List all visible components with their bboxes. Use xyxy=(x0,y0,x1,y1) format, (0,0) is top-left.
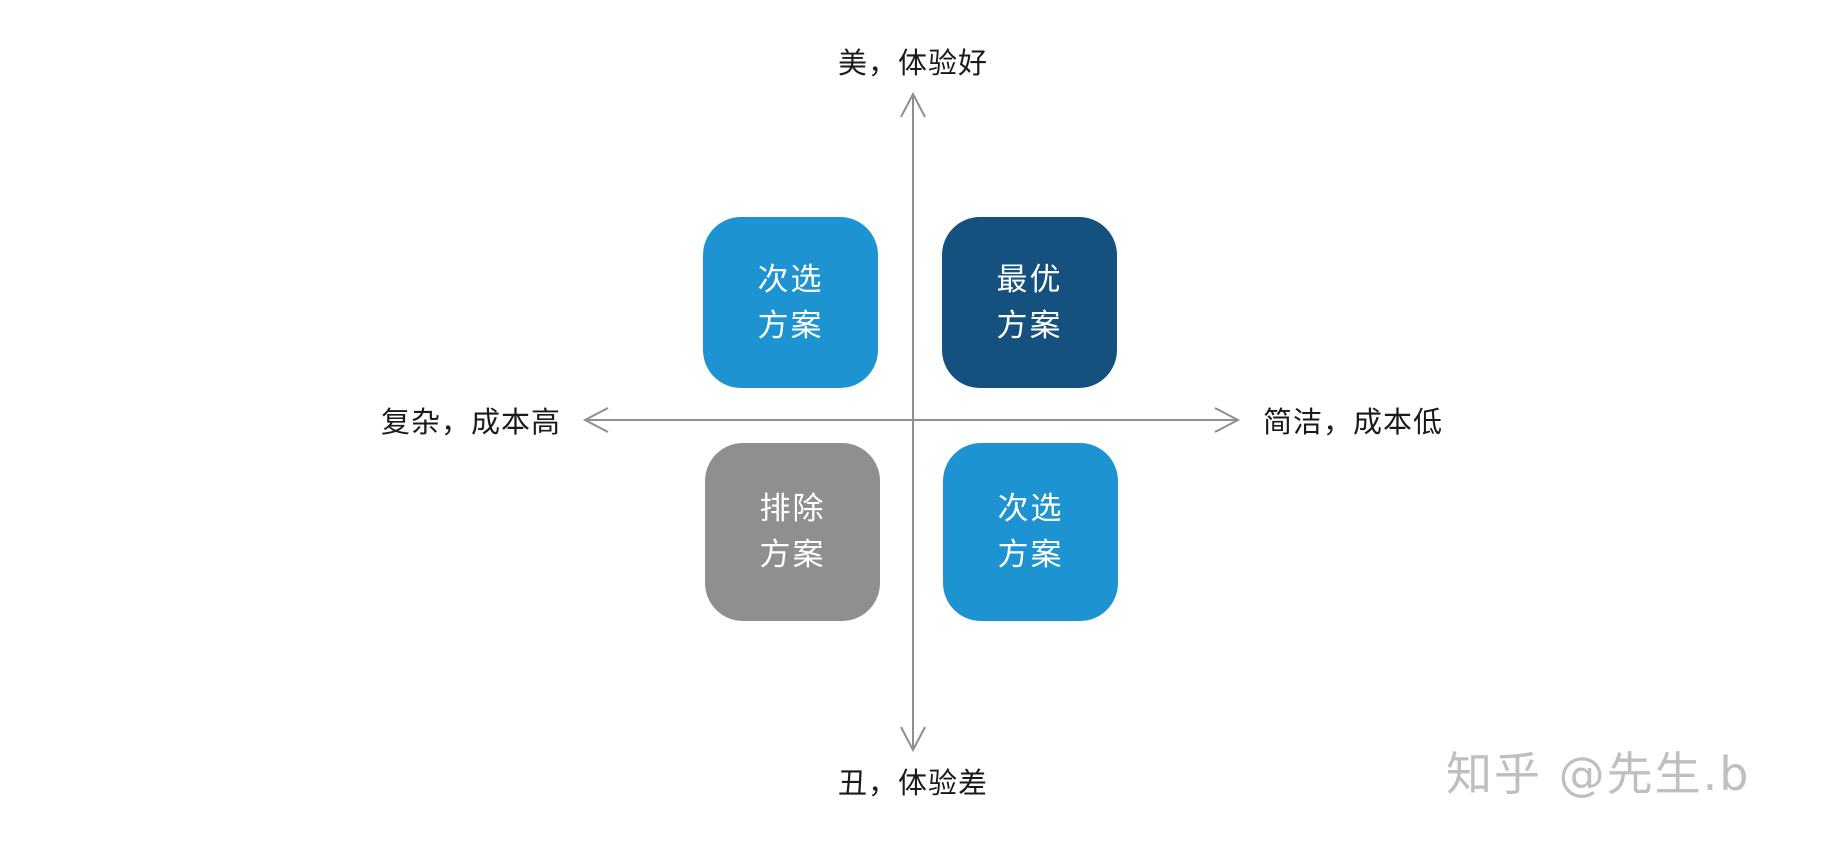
axis-label-bottom: 丑，体验差 xyxy=(837,766,989,800)
arrowhead-right-icon xyxy=(1214,407,1241,433)
quadrant-label-line2: 方案 xyxy=(759,537,826,573)
quadrant-label: 排除 方案 xyxy=(760,486,826,578)
quadrant-label-line1: 次选 xyxy=(997,491,1064,527)
arrowhead-down-icon xyxy=(900,726,926,753)
arrowhead-left-icon xyxy=(582,407,609,433)
quadrant-box-bottom-right-second-choice: 次选 方案 xyxy=(943,443,1118,621)
arrowhead-up-icon xyxy=(900,91,926,118)
quadrant-box-bottom-left-excluded: 排除 方案 xyxy=(705,443,880,621)
quadrant-label-line1: 次选 xyxy=(757,261,824,298)
axis-label-top: 美，体验好 xyxy=(837,46,989,80)
quadrant-label-line2: 方案 xyxy=(757,307,824,344)
zhihu-watermark: 知乎 @先生.b xyxy=(1446,747,1751,801)
quadrant-box-top-left-second-choice: 次选 方案 xyxy=(703,217,878,388)
quadrant-label: 次选 方案 xyxy=(758,257,824,349)
quadrant-label-line1: 最优 xyxy=(996,261,1063,298)
axis-label-right: 简洁，成本低 xyxy=(1263,405,1444,439)
quadrant-label: 次选 方案 xyxy=(998,486,1064,578)
quadrant-label-line2: 方案 xyxy=(997,537,1064,573)
quadrant-label: 最优 方案 xyxy=(997,257,1063,349)
axis-label-left: 复杂，成本高 xyxy=(380,405,561,439)
quadrant-box-top-right-best-solution: 最优 方案 xyxy=(942,217,1117,388)
quadrant-label-line1: 排除 xyxy=(759,491,826,527)
quadrant-label-line2: 方案 xyxy=(996,307,1063,344)
